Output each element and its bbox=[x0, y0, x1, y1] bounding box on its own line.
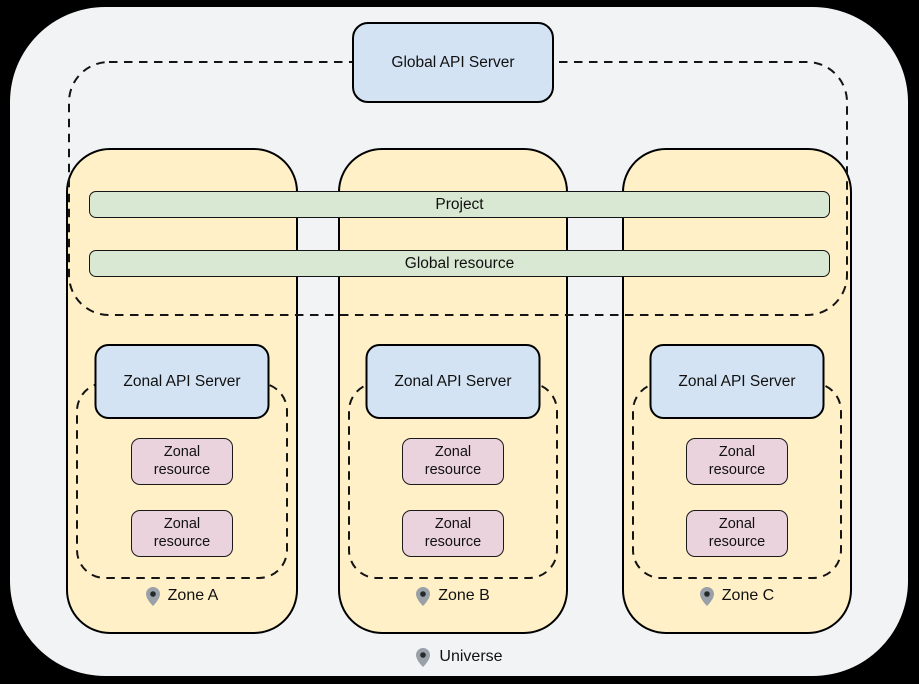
global-api-server-box: Global API Server bbox=[352, 22, 554, 103]
zone-a-label: Zone A bbox=[167, 587, 219, 604]
zone-c-label: Zone C bbox=[721, 587, 775, 604]
zone-a-zonal-resource-box: Zonal resource bbox=[131, 438, 233, 485]
map-pin-icon bbox=[416, 647, 431, 667]
zone-c-zonal-resource-box: Zonal resource bbox=[686, 510, 788, 557]
zone-b-label-row: Zone B bbox=[338, 582, 568, 610]
map-pin-icon bbox=[416, 586, 431, 606]
zone-c-content: Zonal API Server Zonal resource Zonal re… bbox=[622, 148, 852, 634]
zone-b-label: Zone B bbox=[438, 587, 490, 604]
zonal-resource-label: Zonal resource bbox=[708, 515, 766, 550]
map-pin-icon bbox=[699, 586, 714, 606]
zonal-api-server-label: Zonal API Server bbox=[394, 372, 512, 390]
zonal-resource-label: Zonal resource bbox=[153, 443, 211, 478]
universe-label-row: Universe bbox=[0, 643, 919, 671]
zone-c-zonal-api-server-box: Zonal API Server bbox=[649, 344, 825, 419]
zone-b-zonal-resource-box: Zonal resource bbox=[402, 438, 504, 485]
zone-a-label-row: Zone A bbox=[66, 582, 298, 610]
zone-a-zonal-resource-box: Zonal resource bbox=[131, 510, 233, 557]
zonal-resource-label: Zonal resource bbox=[153, 515, 211, 550]
zonal-resource-label: Zonal resource bbox=[424, 515, 482, 550]
universe-label: Universe bbox=[439, 648, 503, 665]
zone-a-content: Zonal API Server Zonal resource Zonal re… bbox=[66, 148, 298, 634]
zonal-resource-label: Zonal resource bbox=[708, 443, 766, 478]
zonal-api-server-label: Zonal API Server bbox=[123, 372, 241, 390]
zone-b-content: Zonal API Server Zonal resource Zonal re… bbox=[338, 148, 568, 634]
zone-a-zonal-api-server-box: Zonal API Server bbox=[94, 344, 270, 419]
zonal-api-server-label: Zonal API Server bbox=[678, 372, 796, 390]
zone-c-label-row: Zone C bbox=[622, 582, 852, 610]
global-api-server-label: Global API Server bbox=[391, 53, 515, 71]
zone-b-zonal-resource-box: Zonal resource bbox=[402, 510, 504, 557]
zone-c-zonal-resource-box: Zonal resource bbox=[686, 438, 788, 485]
zone-b-zonal-api-server-box: Zonal API Server bbox=[365, 344, 541, 419]
zonal-resource-label: Zonal resource bbox=[424, 443, 482, 478]
map-pin-icon bbox=[145, 586, 160, 606]
